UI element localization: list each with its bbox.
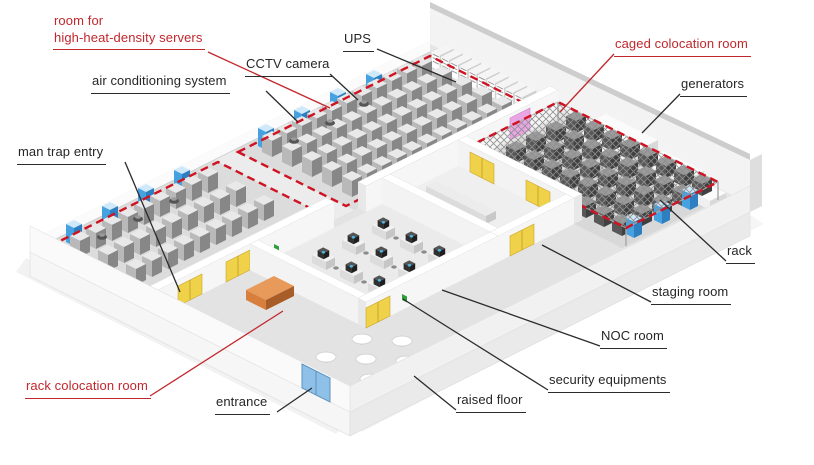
front-walls [29, 185, 751, 413]
label-generators: generators [680, 76, 748, 97]
label-man-trap-entry: man trap entry [17, 144, 107, 165]
label-rack-colocation-room: rack colocation room [25, 378, 151, 399]
label-air-conditioning: air conditioning system [91, 73, 230, 94]
entrance-door [301, 363, 331, 403]
label-entrance: entrance [215, 394, 271, 415]
label-rack: rack [726, 243, 755, 264]
label-noc-room: NOC room [600, 328, 667, 349]
label-security-equipments: security equipments [548, 372, 670, 393]
main-corridor-wall [149, 85, 559, 316]
label-cctv-camera: CCTV camera [245, 56, 333, 77]
label-caged-colocation-room: caged colocation room [614, 36, 751, 57]
label-raised-floor: raised floor [456, 392, 526, 413]
label-leader-lines [124, 48, 727, 413]
man-trap-reception-desk [246, 276, 294, 310]
high-heat-server-room [258, 56, 512, 197]
interior-walls-back [381, 135, 583, 262]
interior-walls-front [249, 231, 499, 329]
label-ups: UPS [343, 31, 375, 52]
label-staging-room: staging room [651, 284, 732, 305]
label-room-high-heat: room for high-heat-density servers [53, 13, 206, 51]
rack-colocation-room [66, 166, 274, 285]
